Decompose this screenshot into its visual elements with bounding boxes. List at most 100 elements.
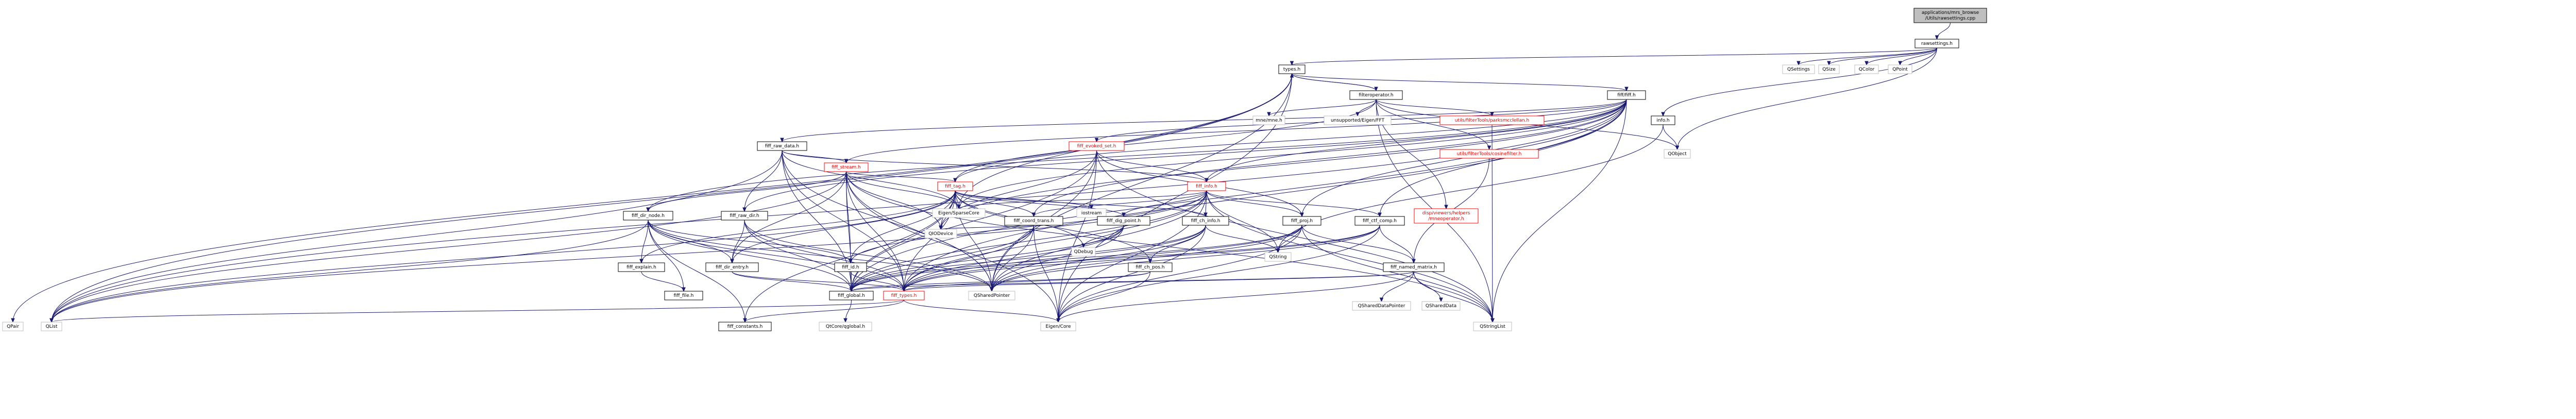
edge-fiffrawdir-to-fiffdirentry	[732, 220, 745, 263]
edge-fiffstream-to-qlist	[51, 171, 846, 323]
node-box[interactable]	[1004, 216, 1063, 226]
node-fiffconstants[interactable]: fiff_constants.h	[718, 322, 772, 331]
node-fiffdirentry[interactable]: fiff_dir_entry.h	[705, 262, 759, 272]
node-box[interactable]	[1651, 115, 1675, 125]
edge-rawsettings-to-qobject	[1677, 47, 1937, 150]
edge-fiffctfcomp-to-fifftypes	[904, 225, 1380, 292]
node-label: QtCore/qglobal.h	[826, 324, 865, 329]
edge-fiffdirnode-to-fiffglobal	[648, 220, 852, 292]
edge-arrowhead	[844, 159, 849, 164]
node-fiffdirnode[interactable]: fiff_dir_node.h	[623, 211, 673, 221]
edge-fiff-to-fifftypes	[904, 99, 1627, 292]
node-types[interactable]: types.h	[1278, 64, 1306, 74]
node-box[interactable]	[1383, 262, 1445, 272]
node-label: fiff_dir_entry.h	[716, 265, 749, 270]
node-box[interactable]	[1607, 90, 1646, 100]
edge-types-to-eigencore	[1058, 73, 1292, 323]
node-fiffchinfo[interactable]: fiff_ch_info.h	[1182, 216, 1229, 226]
node-qpair: QPair	[2, 322, 24, 331]
node-box[interactable]	[883, 291, 925, 300]
node-box[interactable]	[1182, 216, 1229, 226]
node-box	[1040, 322, 1076, 331]
node-box[interactable]	[1097, 216, 1150, 226]
edge-arrowhead	[1290, 61, 1294, 66]
node-box	[932, 208, 986, 218]
node-fiffile[interactable]: fiff_file.h	[664, 291, 703, 300]
edge-fiffdirnode-to-fifftypes	[648, 220, 904, 292]
node-box[interactable]	[937, 181, 973, 191]
edge-rawsettings-to-qsettings	[1798, 47, 1937, 65]
node-label: QSharedDataPointer	[1358, 304, 1405, 309]
node-box[interactable]	[1187, 181, 1226, 191]
node-fiffrawdata[interactable]: fiff_raw_data.h	[757, 141, 807, 151]
node-box[interactable]	[1349, 90, 1403, 100]
node-box	[2, 322, 24, 331]
node-fifftypes[interactable]: fiff_types.h	[883, 291, 925, 300]
node-box[interactable]	[705, 262, 759, 272]
node-qpoint: QPoint	[1888, 64, 1912, 74]
node-rawsettings[interactable]: rawsettings.h	[1914, 39, 1959, 48]
node-box[interactable]	[721, 211, 768, 221]
node-label: /Utils/rawsettings.cpp	[1925, 16, 1976, 21]
node-box[interactable]	[1128, 262, 1173, 272]
node-box	[41, 322, 62, 331]
node-fiffstream[interactable]: fiff_stream.h	[824, 162, 869, 172]
node-fiffdigpoint[interactable]: fiff_dig_point.h	[1097, 216, 1150, 226]
node-box[interactable]	[834, 262, 867, 272]
edge-fiffstream-to-fifftag	[846, 171, 956, 182]
node-box[interactable]	[829, 291, 874, 300]
node-label: QDebug	[1074, 249, 1093, 255]
node-label: fiff/fiff.h	[1617, 93, 1635, 98]
node-box[interactable]	[824, 162, 869, 172]
node-fiffinfo[interactable]: fiff_info.h	[1187, 181, 1226, 191]
edge-fiff-to-fiffglobal	[851, 99, 1627, 292]
node-box[interactable]	[1354, 216, 1405, 226]
edge-fiff-to-fiffrawdata	[782, 99, 1627, 142]
node-fifftag[interactable]: fiff_tag.h	[937, 181, 973, 191]
node-fiff[interactable]: fiff/fiff.h	[1607, 90, 1646, 100]
edge-fiff-to-qstringlist	[1492, 99, 1627, 323]
node-box[interactable]	[1282, 216, 1321, 226]
node-box	[1421, 301, 1461, 311]
edge-arrowhead	[1290, 73, 1294, 78]
node-box[interactable]	[664, 291, 703, 300]
node-label: fiff_global.h	[838, 293, 865, 298]
node-fiffchpos[interactable]: fiff_ch_pos.h	[1128, 262, 1173, 272]
node-label: fiff_tag.h	[945, 184, 965, 189]
edge-arrowhead	[1204, 212, 1208, 217]
node-box[interactable]	[1278, 64, 1306, 74]
node-box[interactable]	[1914, 39, 1959, 48]
node-box[interactable]	[718, 322, 772, 331]
node-box[interactable]	[623, 211, 673, 221]
edge-fiffchpos-to-fifftypes	[904, 271, 1150, 292]
node-fiffexplain[interactable]: fiff_explain.h	[618, 262, 665, 272]
node-fiffrawdir[interactable]: fiff_raw_dir.h	[721, 211, 768, 221]
node-box[interactable]	[1069, 141, 1125, 151]
node-filteroperator[interactable]: filteroperator.h	[1349, 90, 1403, 100]
node-fiffglobal[interactable]: fiff_global.h	[829, 291, 874, 300]
node-cosinefilter: utils/filterTools/cosinefilter.h	[1439, 149, 1539, 159]
node-box[interactable]	[757, 141, 807, 151]
edge-fifftag-to-iostream	[955, 190, 1092, 209]
edge-arrowhead	[1379, 297, 1384, 303]
node-label: fiff_raw_dir.h	[730, 213, 759, 219]
node-root: applications/mrs_browse/Utils/rawsetting…	[1913, 8, 1987, 23]
node-label: fiff_dig_point.h	[1107, 219, 1141, 224]
node-box[interactable]	[618, 262, 665, 272]
node-label: QObject	[1668, 152, 1687, 157]
edge-fiffctfcomp-to-eigencore	[1058, 225, 1380, 323]
node-label: info.h	[1656, 118, 1669, 123]
node-fiffctfcomp[interactable]: fiff_ctf_comp.h	[1354, 216, 1405, 226]
node-info[interactable]: info.h	[1651, 115, 1675, 125]
node-fiffproj[interactable]: fiff_proj.h	[1282, 216, 1321, 226]
edge-arrowhead	[1439, 297, 1443, 303]
node-qlist: QList	[41, 322, 62, 331]
node-fiffevokedset[interactable]: fiff_evoked_set.h	[1069, 141, 1125, 151]
node-fiffcoordtrans[interactable]: fiff_coord_trans.h	[1004, 216, 1063, 226]
edge-arrowhead	[1675, 145, 1680, 150]
node-fiffnamedmatrix[interactable]: fiff_named_matrix.h	[1383, 262, 1445, 272]
node-label: rawsettings.h	[1921, 41, 1953, 46]
node-qstring: QString	[1264, 252, 1292, 262]
node-fiffid[interactable]: fiff_id.h	[834, 262, 867, 272]
node-label: QSharedPointer	[974, 293, 1010, 298]
